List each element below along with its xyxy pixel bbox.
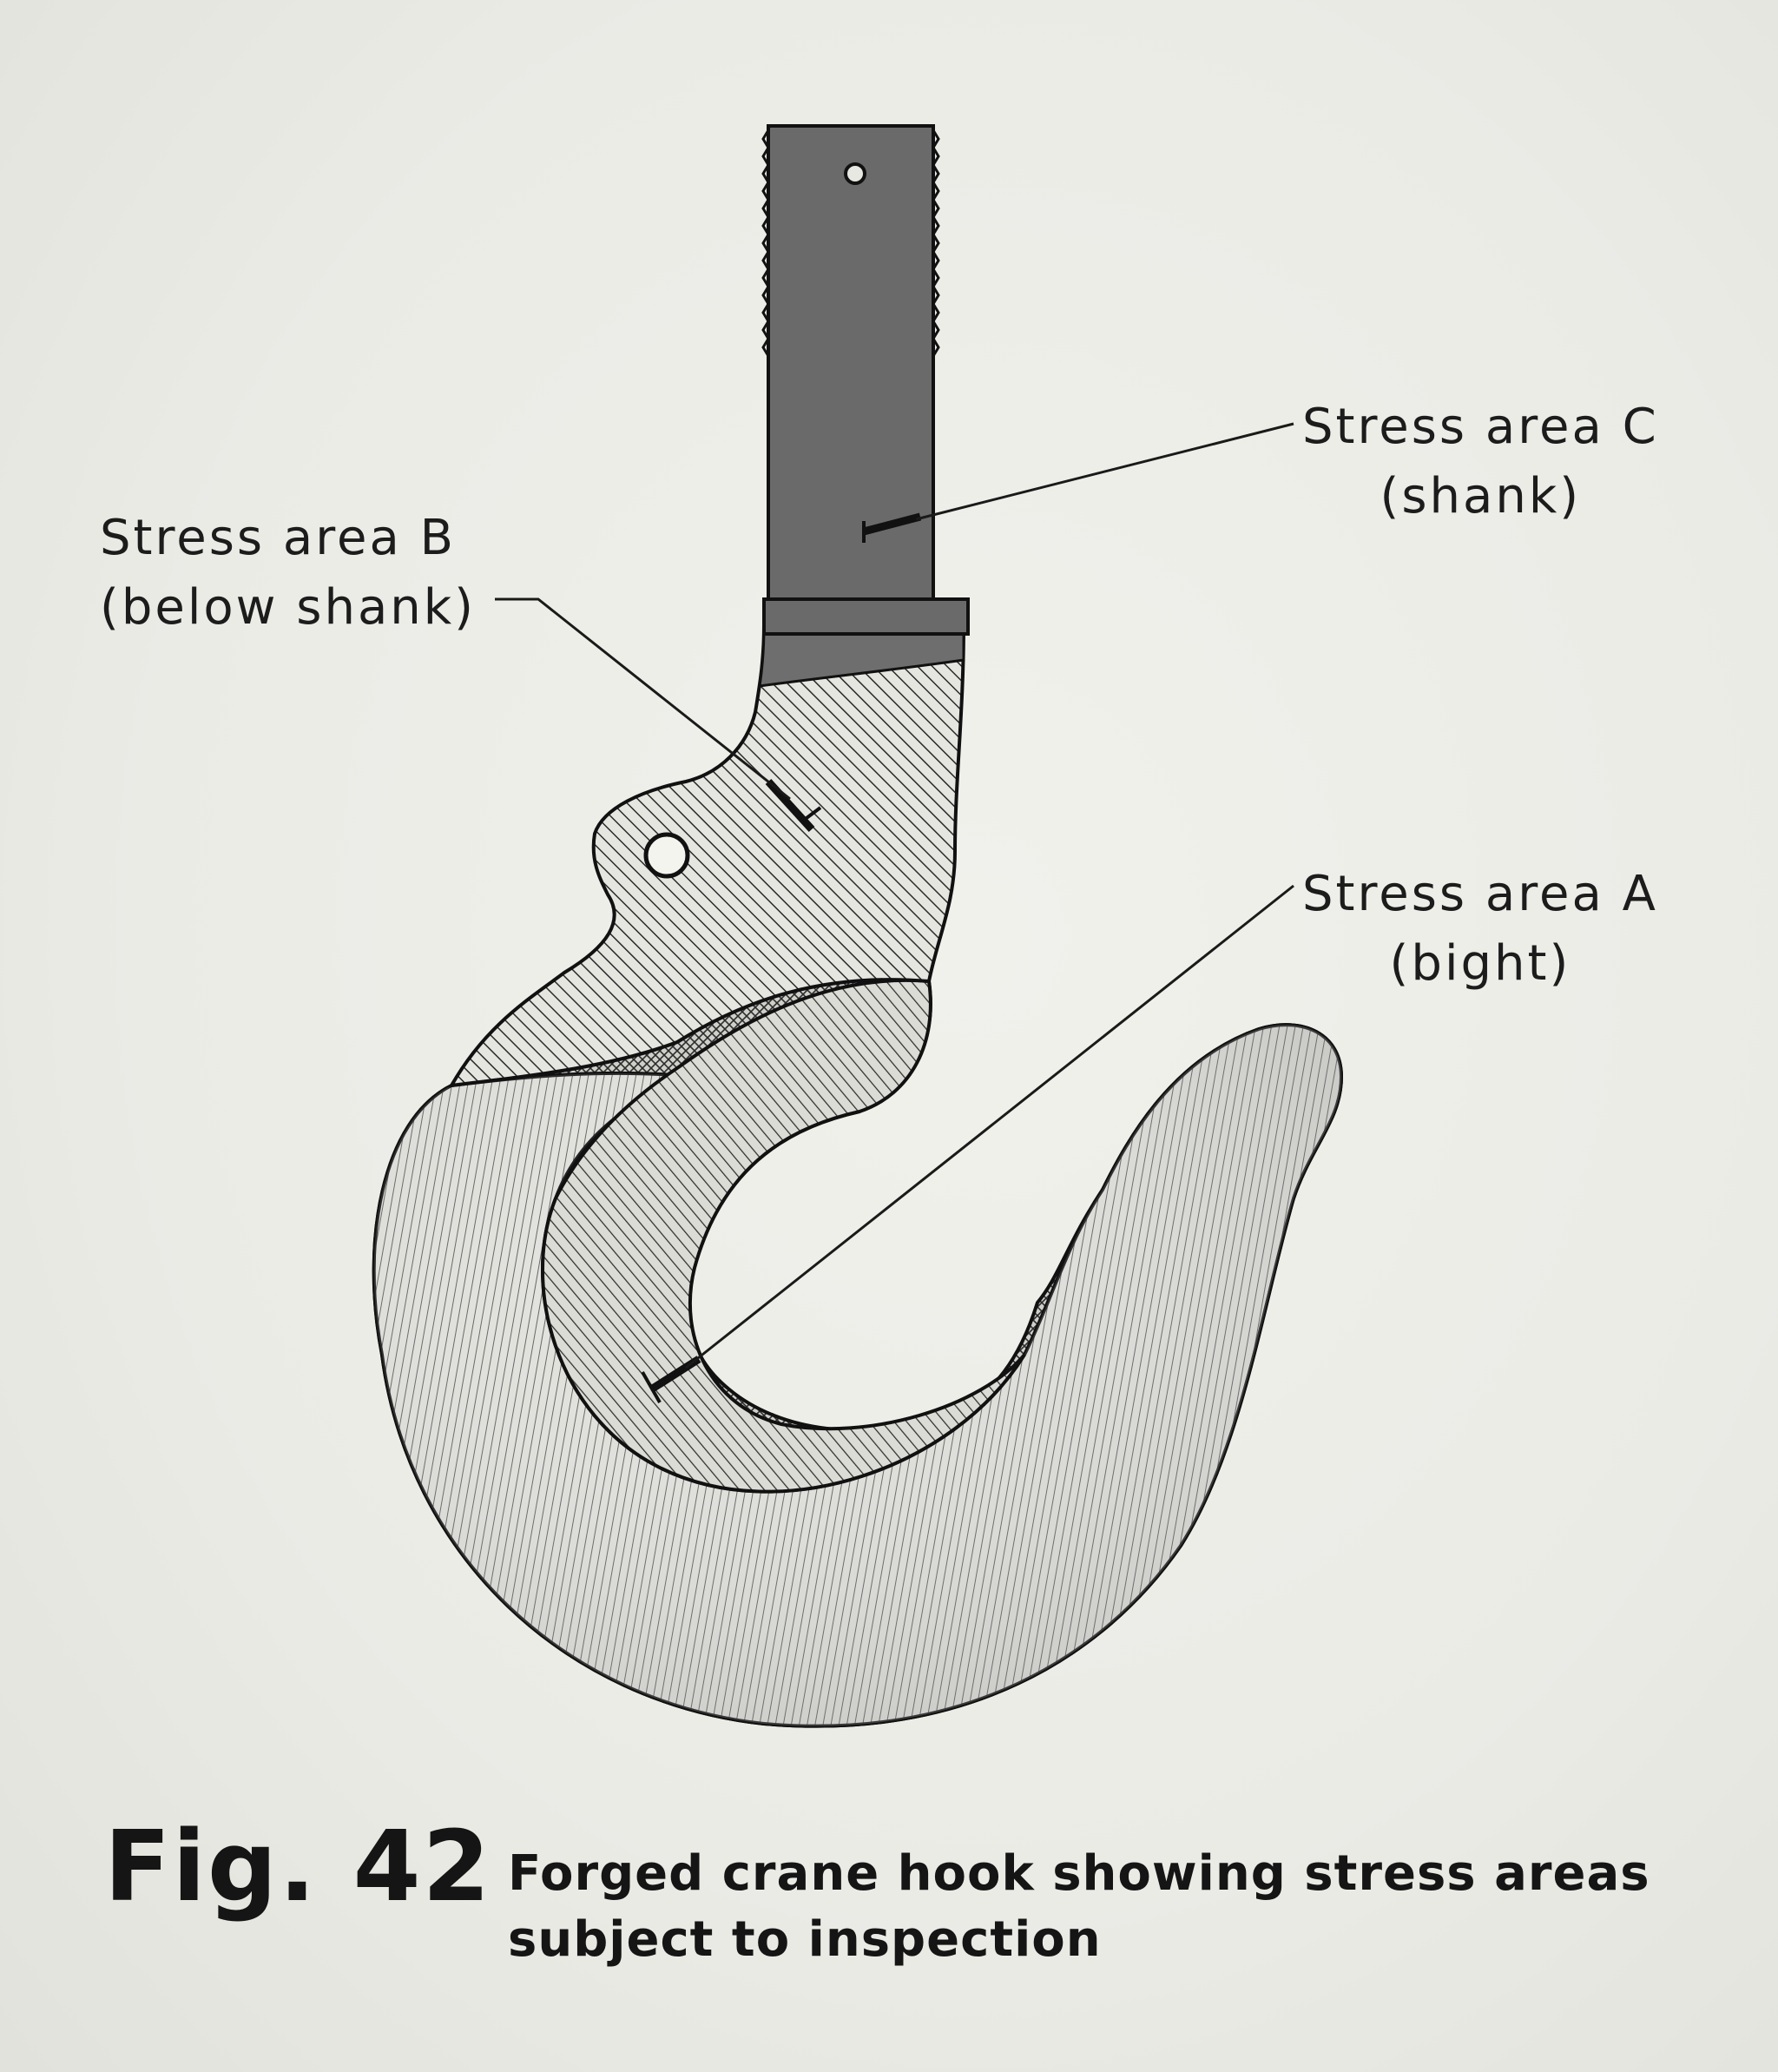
stress-area-c-title: Stress area C bbox=[1302, 399, 1659, 455]
leader-line-c bbox=[915, 422, 1294, 521]
stress-area-b-subtitle: (below shank) bbox=[100, 579, 477, 636]
stress-area-a-title: Stress area A bbox=[1302, 866, 1658, 922]
shank-threads-right bbox=[932, 129, 940, 357]
stress-mark-b bbox=[765, 778, 822, 833]
leader-line-a bbox=[685, 884, 1294, 1369]
stress-area-a-label: Stress area A (bight) bbox=[1302, 860, 1658, 999]
stress-area-b-title: Stress area B bbox=[100, 510, 456, 566]
shank-pin-hole bbox=[844, 162, 866, 185]
stress-area-a-subtitle: (bight) bbox=[1389, 935, 1571, 992]
stress-area-c-subtitle: (shank) bbox=[1380, 468, 1582, 525]
figure-caption-line-2: subject to inspection bbox=[508, 1911, 1102, 1968]
figure-caption: Forged crane hook showing stress areas s… bbox=[508, 1841, 1650, 1973]
figure-number: Fig. 42 bbox=[104, 1811, 492, 1924]
hook-bight-body bbox=[372, 978, 1344, 1728]
leader-line-b bbox=[495, 597, 791, 801]
stress-area-c-label: Stress area C (shank) bbox=[1302, 393, 1659, 531]
hook-eye-hole bbox=[643, 832, 690, 879]
hook-neck-body bbox=[448, 624, 966, 1088]
hook-shank bbox=[761, 124, 970, 636]
stress-mark-c bbox=[862, 512, 922, 543]
stress-area-b-label: Stress area B (below shank) bbox=[100, 504, 476, 643]
figure-caption-line-1: Forged crane hook showing stress areas bbox=[508, 1845, 1650, 1902]
shank-threads-left bbox=[761, 129, 770, 357]
